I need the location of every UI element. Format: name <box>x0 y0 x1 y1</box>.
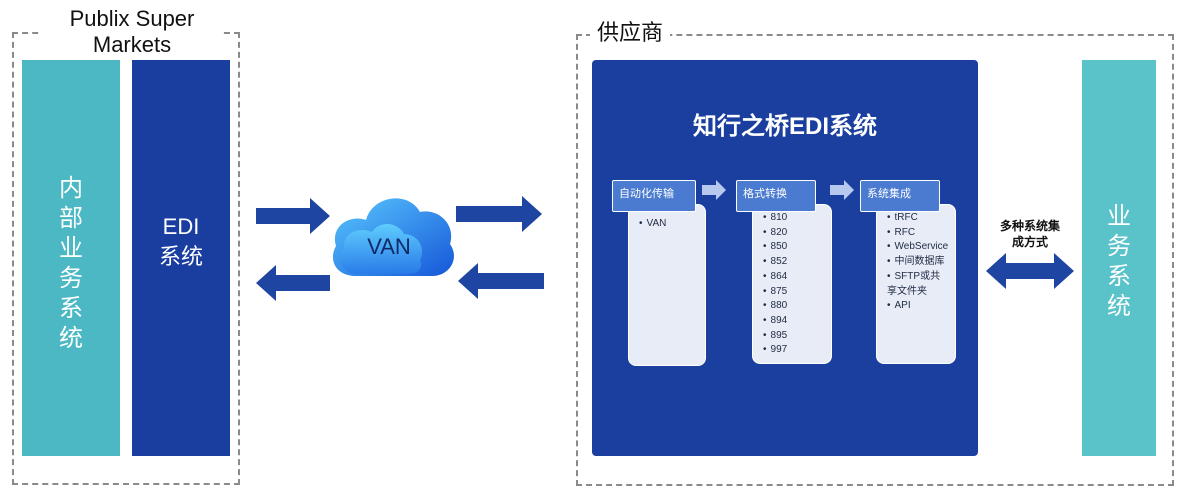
stage-format-conversion-body: 810 820 850 852 864 875 880 894 895 997 <box>752 204 832 364</box>
arrow-left-icon <box>256 265 330 301</box>
list-item: 810 <box>763 211 825 226</box>
stage-auto-transfer-head: 自动化传输 <box>612 180 696 212</box>
business-system-label: 业务系统 <box>1107 203 1131 320</box>
van-label: VAN <box>367 234 411 259</box>
list-item: SFTP或共享文件夹 <box>887 270 947 299</box>
list-item: 820 <box>763 226 825 241</box>
list-item: 997 <box>763 343 825 358</box>
list-item: RFC <box>887 226 949 241</box>
flow-arrows <box>256 196 544 301</box>
van-cloud-icon <box>332 198 454 276</box>
list-item: 852 <box>763 255 825 270</box>
list-item: VAN <box>639 217 699 232</box>
arrow-right-icon <box>702 180 726 200</box>
edi-system-label: EDI系统 <box>158 214 203 269</box>
integration-methods-label: 多种系统集成方式 <box>1000 219 1061 249</box>
supplier-title: 供应商 <box>590 20 670 46</box>
list-item: API <box>887 299 949 314</box>
arrow-right-icon <box>256 198 330 234</box>
business-system-bar: 业务系统 <box>1082 60 1156 456</box>
list-item: 中间数据库 <box>887 255 949 270</box>
list-item: 894 <box>763 314 825 329</box>
edi-panel-title: 知行之桥EDI系统 <box>692 113 877 140</box>
stage-auto-transfer-body: VAN <box>628 204 706 366</box>
arrow-right-icon <box>830 180 854 200</box>
stage-system-integration-body: tRFC RFC WebService 中间数据库 SFTP或共享文件夹 API <box>876 204 956 364</box>
list-item: 850 <box>763 240 825 255</box>
list-item: 880 <box>763 299 825 314</box>
internal-business-system-label: 内部业务系统 <box>59 175 83 352</box>
stage-system-integration-head: 系统集成 <box>860 180 940 212</box>
stage-arrows <box>702 180 854 200</box>
edi-system-bar: EDI系统 <box>132 60 230 456</box>
list-item: 875 <box>763 285 825 300</box>
list-item: WebService <box>887 240 949 255</box>
list-item: 864 <box>763 270 825 285</box>
list-item: 895 <box>763 329 825 344</box>
publix-title: Publix Super Markets <box>42 6 222 58</box>
arrow-right-icon <box>456 196 542 232</box>
internal-business-system-bar: 内部业务系统 <box>22 60 120 456</box>
stage-format-conversion-head: 格式转换 <box>736 180 816 212</box>
double-arrow-icon <box>986 253 1074 289</box>
supplier-group <box>576 34 1174 486</box>
arrow-left-icon <box>458 263 544 299</box>
list-item: tRFC <box>887 211 949 226</box>
